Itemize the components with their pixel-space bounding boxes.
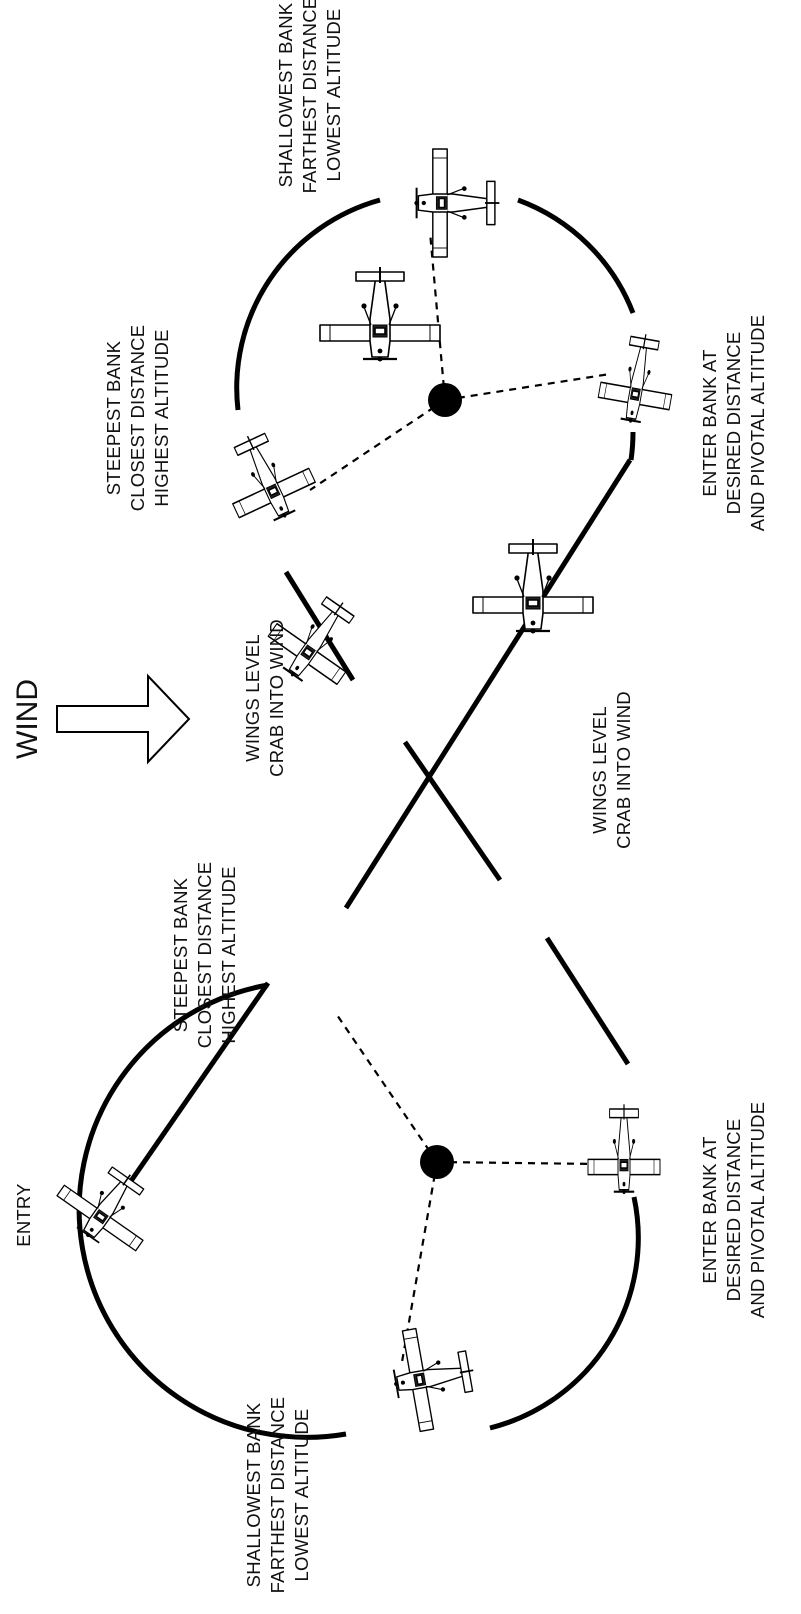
label-line: CRAB INTO WIND bbox=[613, 691, 634, 849]
label-line: ENTER BANK AT bbox=[699, 349, 720, 496]
label-line: FARTHEST DISTANCE bbox=[299, 0, 320, 193]
label-line: CLOSEST DISTANCE bbox=[127, 325, 148, 512]
label-line: FARTHEST DISTANCE bbox=[267, 1397, 288, 1594]
airplane-icon bbox=[46, 1146, 171, 1266]
label-line: HIGHEST ALTITUDE bbox=[151, 329, 172, 506]
airplane-icon bbox=[384, 1319, 484, 1436]
diagonal-leg-lower bbox=[544, 936, 631, 1066]
diagonal-leg-main bbox=[343, 458, 633, 910]
label-line: CLOSEST DISTANCE bbox=[194, 862, 215, 1049]
bottom-loop-bottom-arc bbox=[489, 1196, 641, 1431]
airplane-icon bbox=[586, 1103, 662, 1196]
sight-lines bbox=[309, 231, 611, 1363]
label-entry: ENTRY bbox=[13, 1183, 34, 1246]
label-line: HIGHEST ALTITUDE bbox=[218, 866, 239, 1043]
flight-path bbox=[76, 197, 641, 1440]
label-line: LOWEST ALTITUDE bbox=[291, 1409, 312, 1582]
label-top-enter-bank: ENTER BANK AT DESIRED DISTANCE AND PIVOT… bbox=[699, 315, 768, 531]
airplane-icon bbox=[413, 148, 501, 258]
label-line: STEEPEST BANK bbox=[170, 877, 191, 1032]
diagonal-leg-crab bbox=[402, 740, 503, 882]
label-line: AND PIVOTAL ALTITUDE bbox=[747, 1102, 768, 1318]
label-line: DESIRED DISTANCE bbox=[723, 332, 744, 515]
label-top-shallowest: SHALLOWEST BANK FARTHEST DISTANCE LOWEST… bbox=[275, 0, 344, 193]
label-bottom-enter-bank: ENTER BANK AT DESIRED DISTANCE AND PIVOT… bbox=[699, 1102, 768, 1318]
label-line: WINGS LEVEL bbox=[589, 706, 610, 834]
label-line: CRAB INTO WIND bbox=[266, 619, 287, 777]
wind-indicator: WIND bbox=[11, 673, 191, 765]
label-line: SHALLOWEST BANK bbox=[243, 1402, 264, 1587]
label-line: ENTER BANK AT bbox=[699, 1136, 720, 1283]
airplane-icon bbox=[593, 326, 683, 430]
label-line: DESIRED DISTANCE bbox=[723, 1119, 744, 1302]
airplane-icon bbox=[471, 537, 595, 635]
label-line: STEEPEST BANK bbox=[103, 340, 124, 495]
airplane-icon bbox=[208, 417, 325, 537]
entry-leg bbox=[128, 981, 271, 1183]
wind-label: WIND bbox=[11, 679, 44, 759]
top-loop-left-arc bbox=[234, 197, 381, 411]
label-entry-text: ENTRY bbox=[13, 1183, 34, 1246]
label-bottom-shallowest: SHALLOWEST BANK FARTHEST DISTANCE LOWEST… bbox=[243, 1397, 312, 1594]
label-line: AND PIVOTAL ALTITUDE bbox=[747, 315, 768, 531]
label-upper-wings-level: WINGS LEVEL CRAB INTO WIND bbox=[242, 619, 287, 777]
top-loop-segment-right bbox=[628, 431, 636, 461]
bottom-loop-left-arc bbox=[76, 982, 347, 1440]
top-loop-top-arc bbox=[517, 197, 636, 314]
label-line: WINGS LEVEL bbox=[242, 634, 263, 762]
airplane-icon bbox=[318, 265, 442, 363]
hollow-arrow-right-icon bbox=[56, 673, 191, 765]
label-lower-wings-level: WINGS LEVEL CRAB INTO WIND bbox=[589, 691, 634, 849]
label-bottom-steepest: STEEPEST BANK CLOSEST DISTANCE HIGHEST A… bbox=[170, 862, 239, 1049]
label-top-steepest: STEEPEST BANK CLOSEST DISTANCE HIGHEST A… bbox=[103, 325, 172, 512]
label-line: SHALLOWEST BANK bbox=[275, 2, 296, 187]
label-line: LOWEST ALTITUDE bbox=[323, 9, 344, 182]
